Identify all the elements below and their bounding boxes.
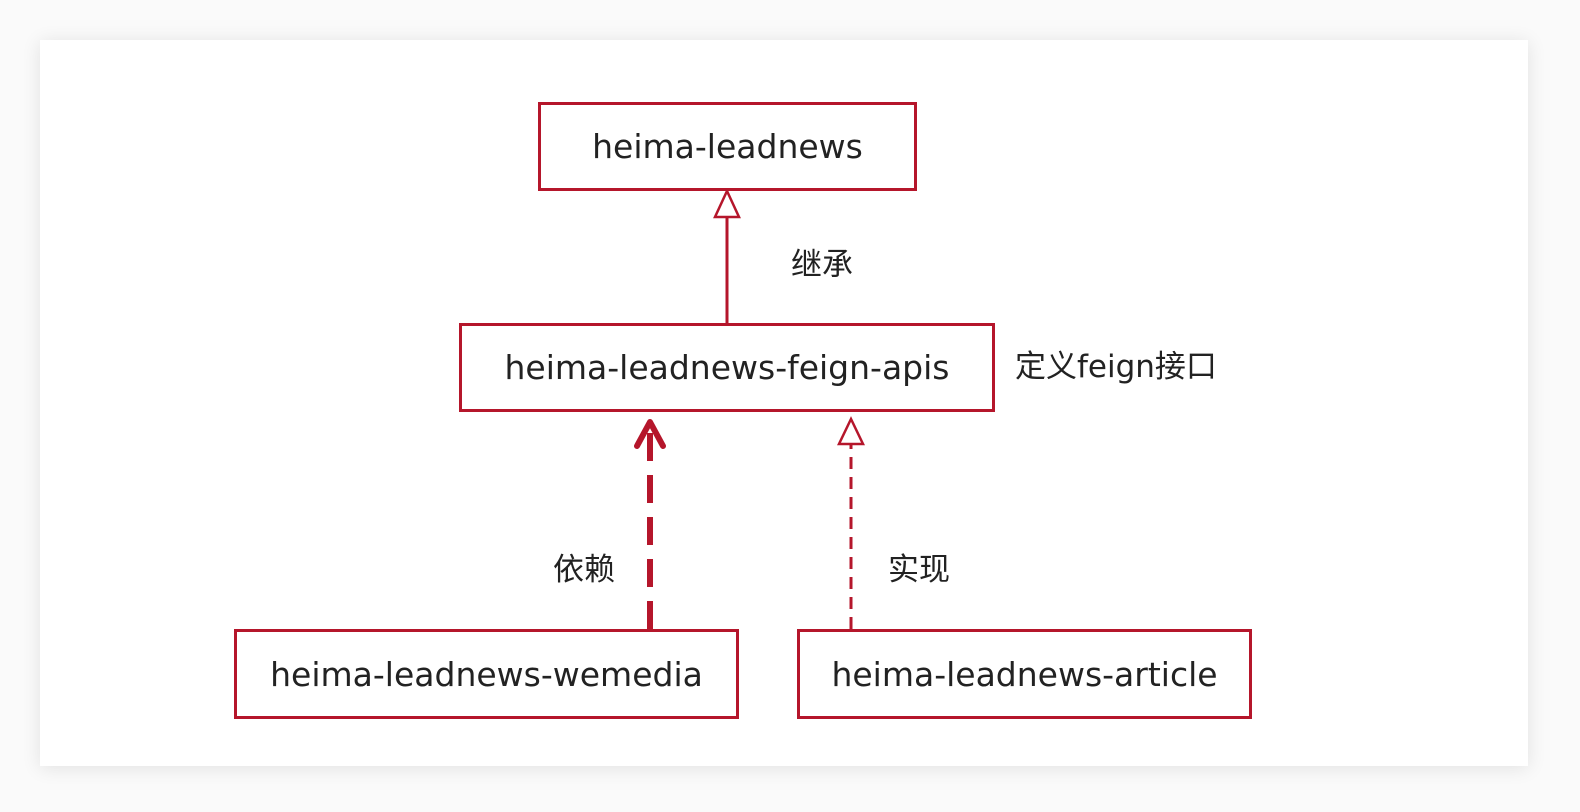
edge-label-inherit: 继承 [791,247,853,283]
edge-label-implement: 实现 [888,552,950,588]
edge-label-depend: 依赖 [553,552,615,588]
hollow-triangle-arrowhead-icon [713,188,741,219]
node-heima-leadnews-wemedia[interactable]: heima-leadnews-wemedia [234,629,739,719]
node-label: heima-leadnews-wemedia [270,654,703,694]
node-heima-leadnews-article[interactable]: heima-leadnews-article [797,629,1252,719]
inherit-connector [713,188,741,323]
node-label: heima-leadnews-feign-apis [504,348,950,387]
implement-connector [837,416,865,629]
node-heima-leadnews-feign-apis[interactable]: heima-leadnews-feign-apis [459,323,995,412]
open-arrowhead-icon [634,419,666,449]
node-label: heima-leadnews [592,127,863,166]
node-label: heima-leadnews-article [831,654,1218,694]
depend-connector [634,419,666,629]
node-heima-leadnews[interactable]: heima-leadnews [538,102,917,191]
annotation-feign-interface: 定义feign接口 [1015,349,1217,385]
hollow-triangle-arrowhead-icon [837,416,865,446]
